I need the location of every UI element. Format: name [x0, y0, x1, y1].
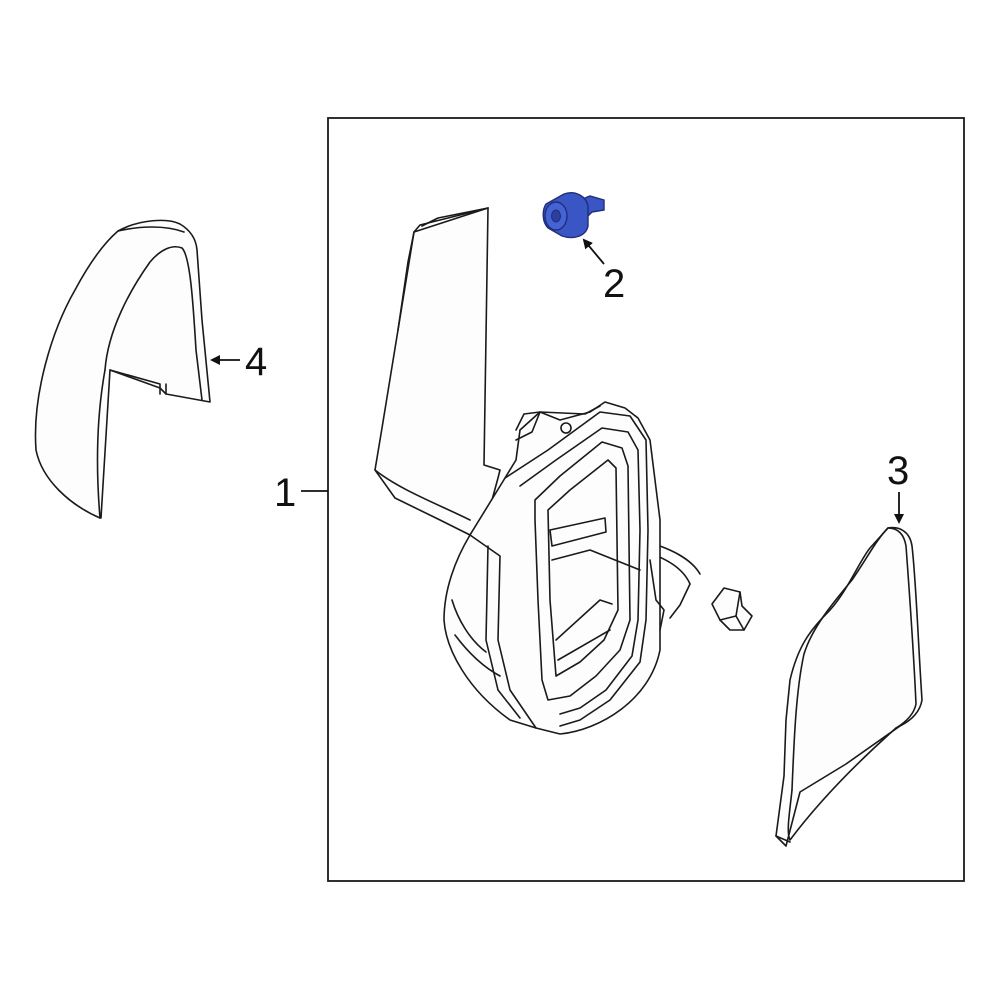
callout-label-3: 3 — [887, 449, 909, 493]
callout-2: 2 — [582, 238, 625, 306]
callout-label-4: 4 — [245, 340, 267, 384]
mirror-cover-part[interactable] — [34, 219, 211, 519]
mirror-assembly-part[interactable] — [374, 207, 753, 735]
screw-part[interactable] — [542, 192, 605, 239]
callout-4: 4 — [210, 340, 267, 384]
callout-label-2: 2 — [603, 262, 625, 306]
mirror-glass-part[interactable] — [775, 526, 923, 847]
callout-1: 1 — [274, 471, 328, 515]
leader-arrow-2 — [582, 238, 605, 265]
callout-3: 3 — [887, 449, 909, 524]
callout-label-1: 1 — [274, 471, 296, 515]
assembly-frame — [327, 117, 965, 882]
